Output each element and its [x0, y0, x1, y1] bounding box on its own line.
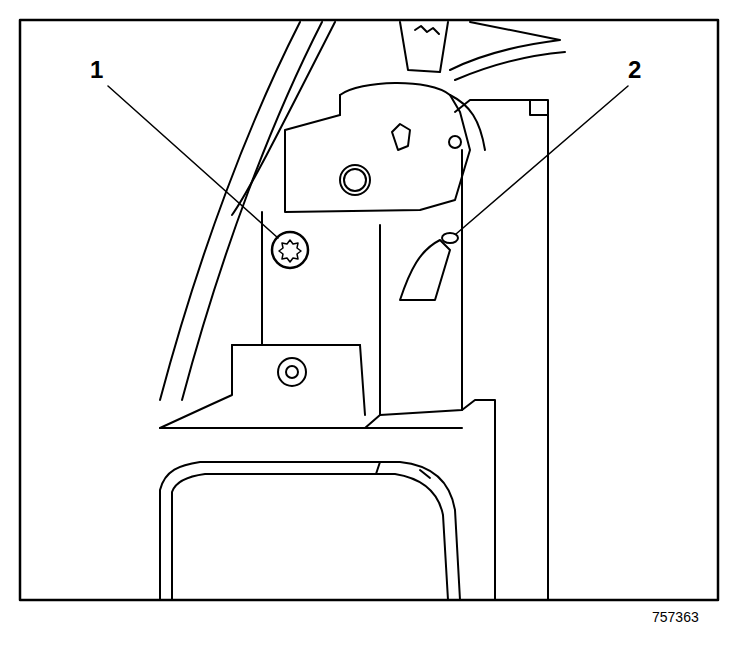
bracket-tab	[392, 124, 410, 150]
bolt-hole	[344, 169, 366, 191]
callout-number: 1	[90, 58, 103, 82]
panel	[232, 344, 360, 346]
bracket	[285, 83, 470, 212]
bolt-hole	[340, 165, 370, 195]
clip	[400, 240, 450, 300]
leader-line	[456, 86, 628, 234]
wiring	[400, 22, 448, 72]
frame-border	[20, 20, 718, 600]
bracket	[340, 95, 485, 150]
bolt	[278, 358, 306, 386]
trim-panel	[380, 150, 462, 415]
panel	[160, 212, 262, 428]
torx-recess	[279, 240, 301, 262]
wheel-well	[172, 474, 448, 600]
wiring	[450, 22, 565, 80]
wiring	[415, 26, 439, 34]
wheel-well	[160, 462, 460, 600]
pillar-edge	[160, 22, 300, 400]
trim-panel	[455, 100, 548, 600]
callout-number: 2	[628, 58, 641, 82]
bracket-pin	[449, 136, 461, 148]
pillar-edge	[232, 22, 335, 215]
leader-line	[108, 86, 278, 238]
trim-panel	[462, 400, 495, 600]
bolt	[286, 366, 298, 378]
figure-number: 757363	[652, 610, 699, 624]
trim-panel	[530, 100, 548, 115]
wheel-well	[376, 462, 430, 478]
floor-edge	[160, 427, 462, 429]
panel	[360, 225, 380, 428]
